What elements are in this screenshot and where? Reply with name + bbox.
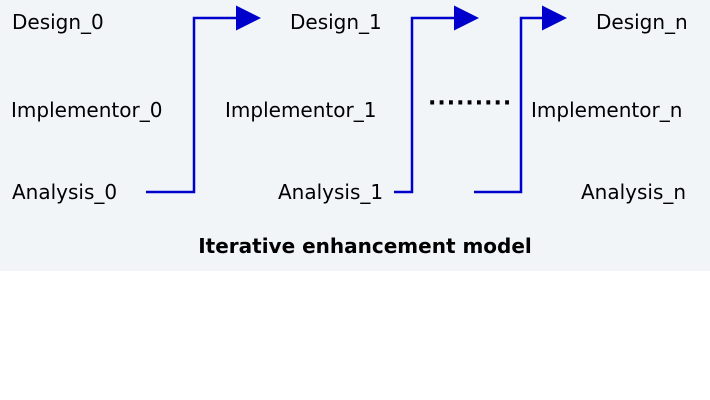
design-n-label: Design_n <box>596 10 688 34</box>
analysis-n-label: Analysis_n <box>581 180 687 204</box>
implementor-1-label: Implementor_1 <box>225 98 377 122</box>
flow-arrows <box>146 5 567 194</box>
flow-arrow-1-to-ellipsis <box>394 5 479 194</box>
implementor-0-label: Implementor_0 <box>11 98 163 122</box>
design-1-label: Design_1 <box>290 10 382 34</box>
analysis-0-label: Analysis_0 <box>12 180 118 204</box>
diagram-panel <box>0 0 710 271</box>
design-0-label: Design_0 <box>12 10 104 34</box>
flow-arrow-ellipsis-to-n <box>474 5 567 194</box>
ellipsis-dots: ········· <box>428 91 513 116</box>
analysis-1-label: Analysis_1 <box>278 180 384 204</box>
flow-arrow-0-to-1 <box>146 5 261 194</box>
implementor-n-label: Implementor_n <box>531 98 683 122</box>
diagram-caption: Iterative enhancement model <box>198 234 532 258</box>
